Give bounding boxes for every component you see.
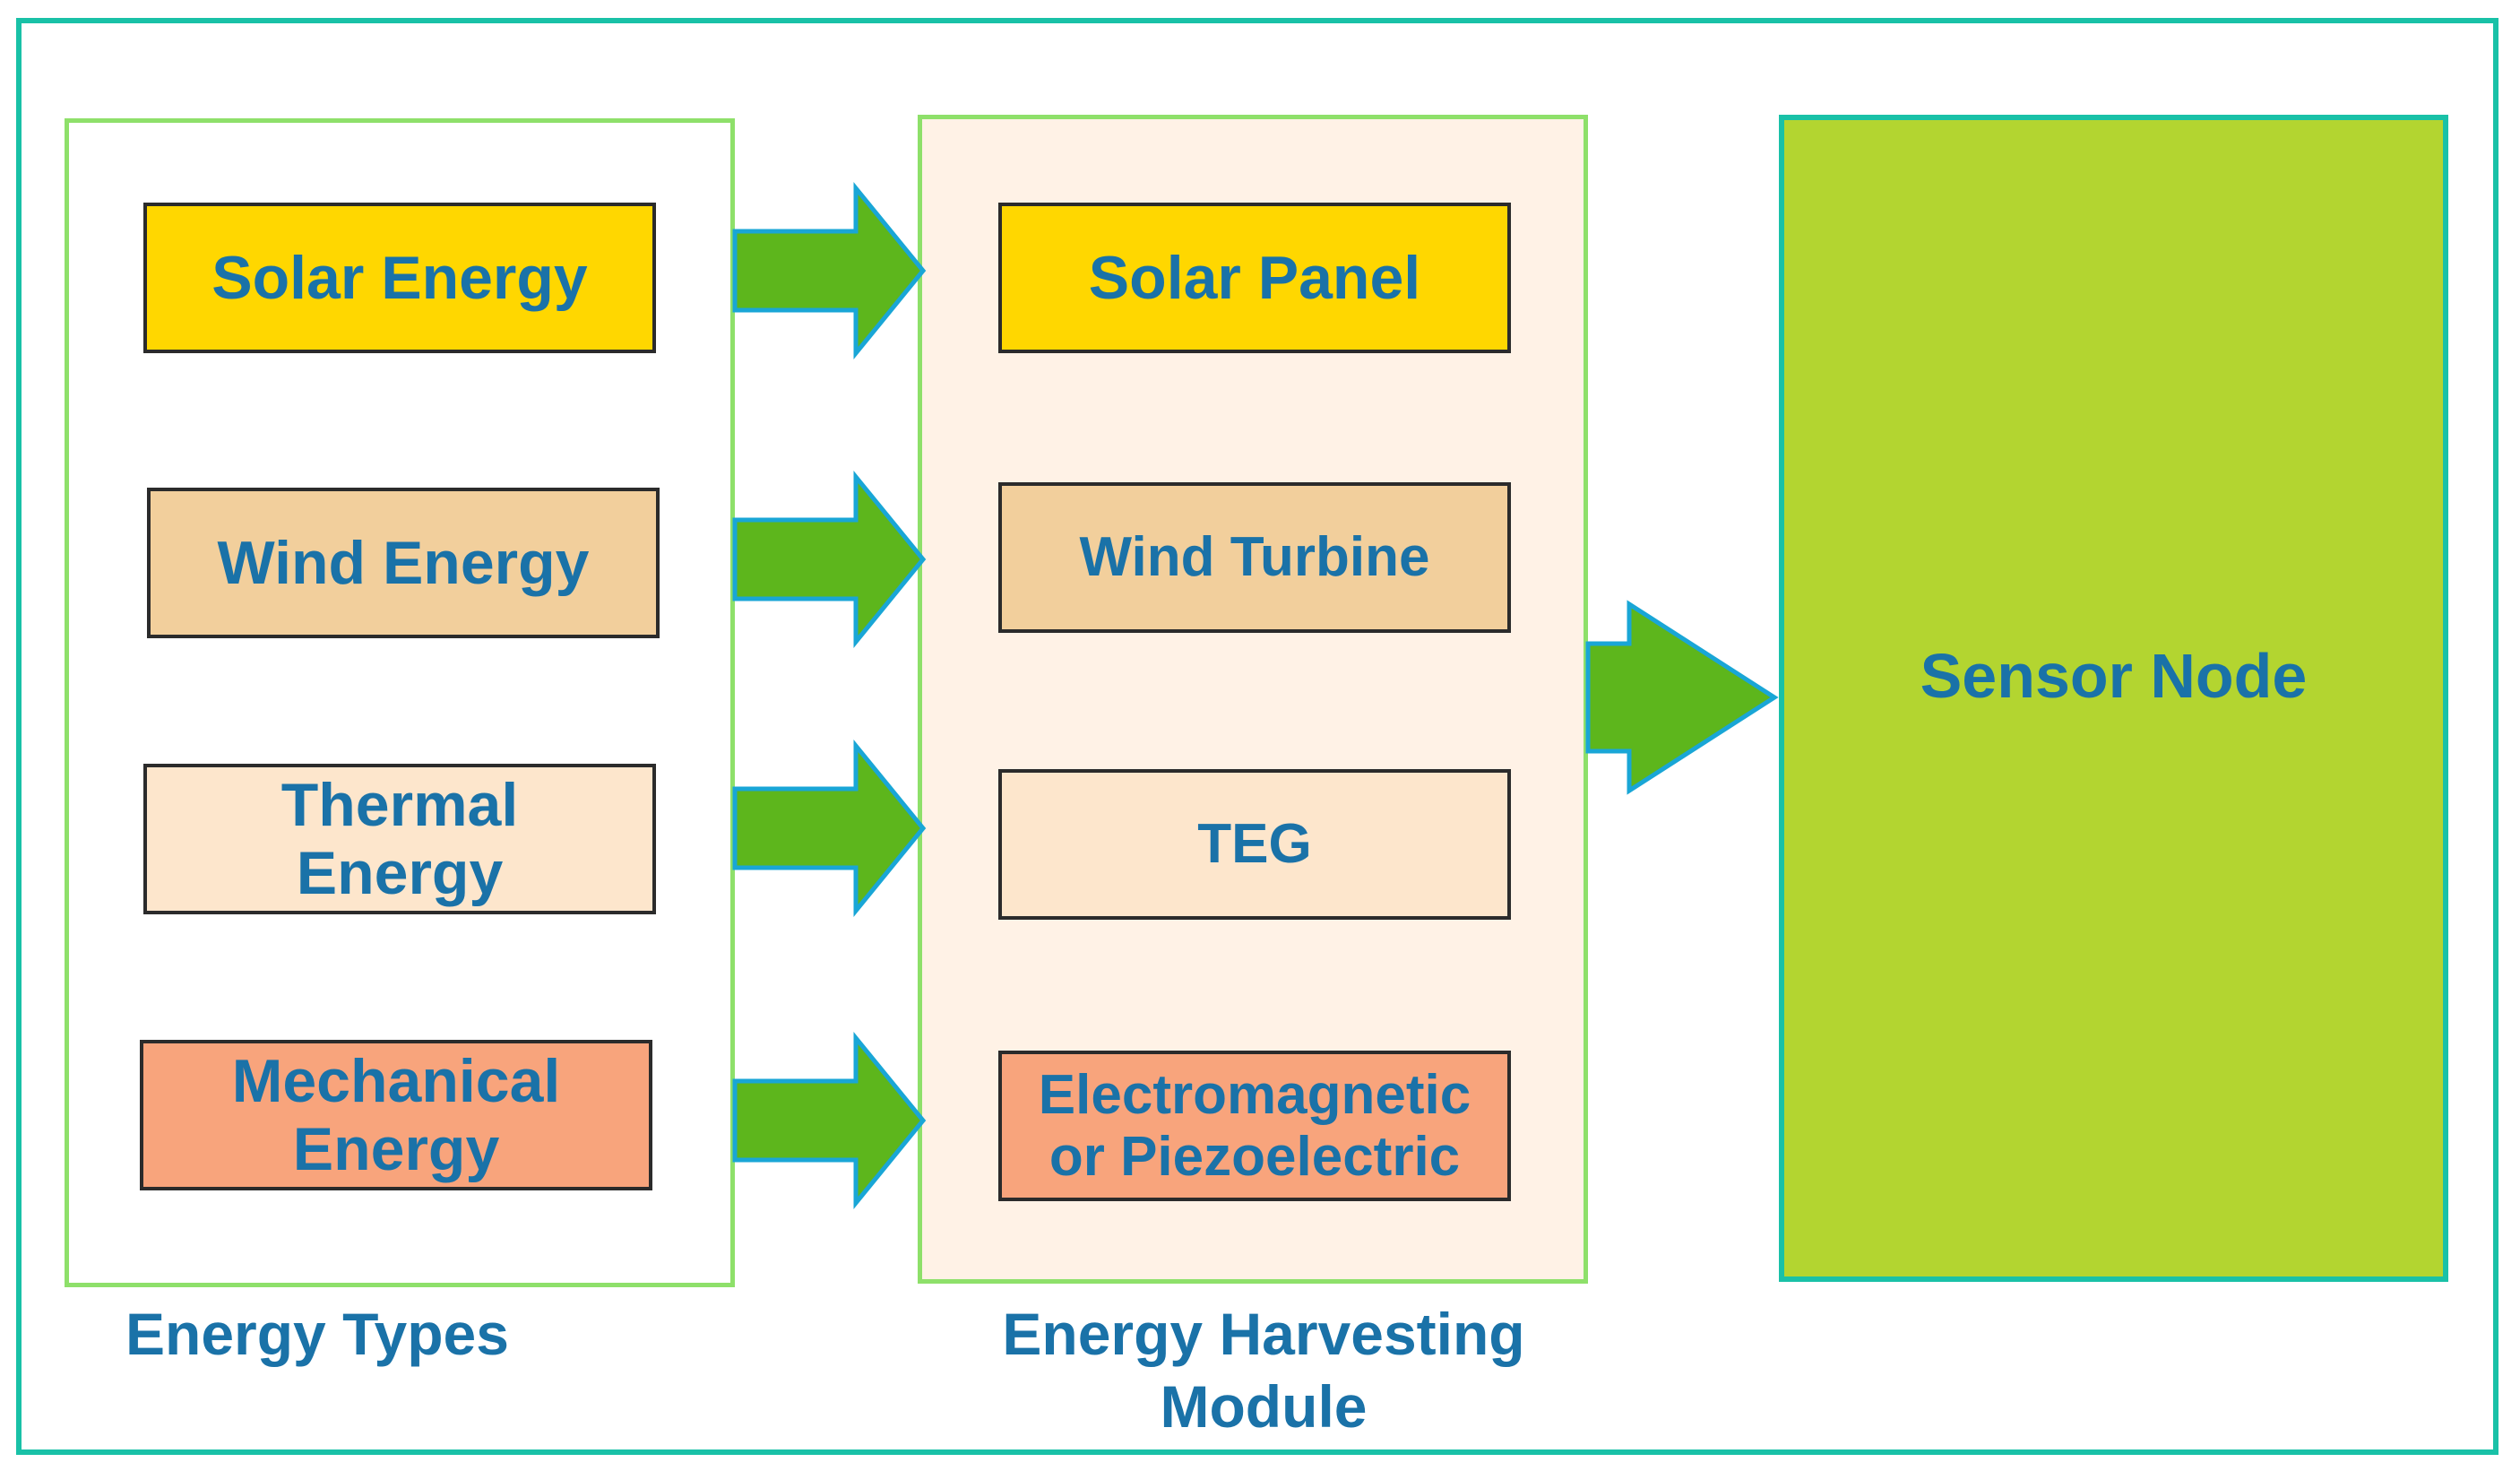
electromagnetic-piezoelectric-box: Electromagnetic or Piezoelectric <box>998 1051 1511 1201</box>
sensor-node-box: Sensor Node <box>1779 115 2448 1282</box>
energy-types-caption: Energy Types <box>125 1301 509 1367</box>
solar-energy-box: Solar Energy <box>143 203 656 353</box>
sensor-node-label: Sensor Node <box>1920 641 2308 711</box>
arrow-wind-icon <box>732 470 927 649</box>
harvesting-module-caption: Energy Harvesting Module <box>950 1298 1577 1442</box>
mechanical-energy-label: Mechanical Energy <box>231 1046 561 1183</box>
harvesting-module-caption-text: Energy Harvesting Module <box>1002 1301 1525 1440</box>
teg-box: TEG <box>998 769 1511 920</box>
thermal-energy-label: Thermal Energy <box>280 770 519 907</box>
arrow-mechanical-icon <box>732 1031 927 1210</box>
arrow-solar-icon <box>732 181 927 360</box>
wind-turbine-box: Wind Turbine <box>998 482 1511 633</box>
diagram-frame <box>16 18 2498 1455</box>
mechanical-energy-box: Mechanical Energy <box>140 1040 652 1190</box>
thermal-energy-box: Thermal Energy <box>143 764 656 914</box>
solar-panel-box: Solar Panel <box>998 203 1511 353</box>
arrow-thermal-icon <box>732 739 927 918</box>
electromagnetic-piezoelectric-label: Electromagnetic or Piezoelectric <box>1038 1063 1471 1188</box>
arrow-to-sensor-icon <box>1585 600 1779 795</box>
wind-energy-box: Wind Energy <box>147 488 660 638</box>
